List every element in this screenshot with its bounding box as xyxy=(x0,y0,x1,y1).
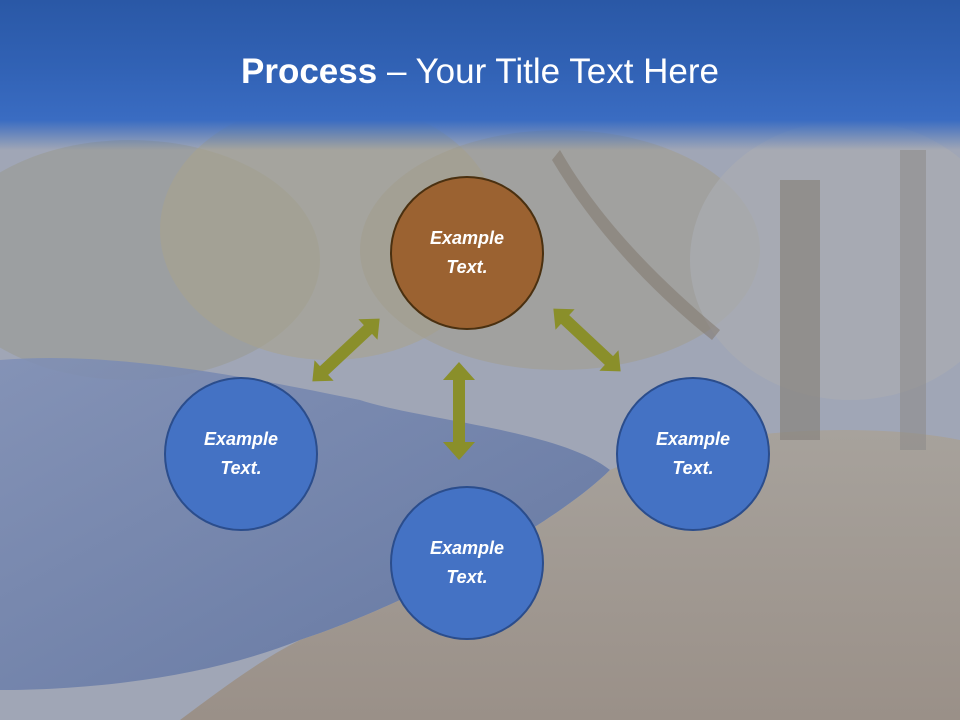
node-bottom-label: Example Text. xyxy=(429,538,505,587)
node-right-label: Example Text. xyxy=(655,429,731,478)
process-node-bottom: Example Text. xyxy=(390,486,544,640)
title-banner xyxy=(0,0,960,150)
arrow-top-left xyxy=(312,318,380,382)
process-node-left: Example Text. xyxy=(164,377,318,531)
process-node-right: Example Text. xyxy=(616,377,770,531)
title-rest-part: – Your Title Text Here xyxy=(377,52,719,91)
node-top-label: Example Text. xyxy=(429,228,505,277)
arrow-top-right xyxy=(553,308,621,372)
process-node-top: Example Text. xyxy=(390,176,544,330)
node-left-label: Example Text. xyxy=(203,429,279,478)
arrow-vertical xyxy=(443,362,475,460)
title-bold-part: Process xyxy=(241,52,378,91)
slide-title: Process – Your Title Text Here xyxy=(0,52,960,92)
